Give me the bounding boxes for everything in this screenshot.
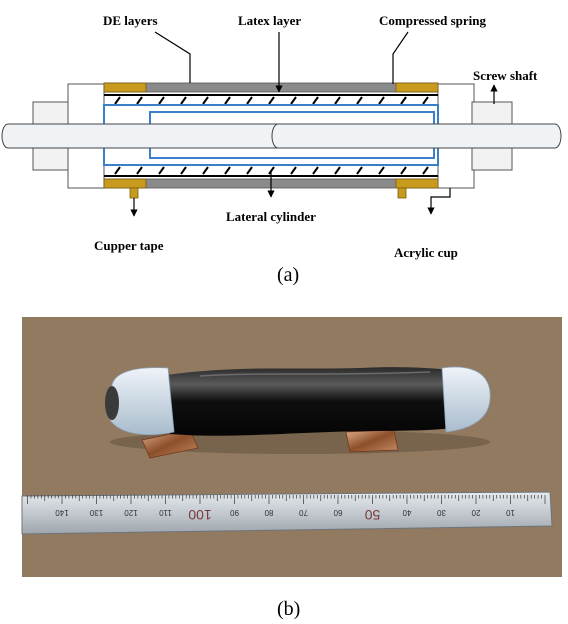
screw-shaft — [1, 123, 562, 149]
leader-lines — [130, 31, 498, 217]
black-tube — [166, 367, 452, 436]
ruler-number: 20 — [471, 508, 480, 517]
ruler-number: 120 — [124, 508, 138, 517]
caption-a: (a) — [277, 264, 299, 286]
copper-tab-right — [397, 187, 407, 199]
copper-strip-top-right — [395, 82, 439, 93]
copper-tab-left — [129, 187, 139, 199]
ruler-numbers: 10 20 30 40 50 60 70 80 90 100 110 120 130 140 — [55, 507, 515, 523]
right-taped-cap — [441, 366, 491, 433]
ruler-number: 90 — [230, 508, 239, 517]
ruler-number: 30 — [437, 508, 446, 517]
label-latex-layer: Latex layer — [238, 13, 301, 28]
ruler-number: 50 — [365, 507, 381, 523]
label-screw-shaft: Screw shaft — [473, 68, 538, 83]
ruler-number: 60 — [333, 508, 342, 517]
ruler-number: 130 — [89, 508, 103, 517]
copper-strip-bottom-right — [395, 178, 439, 189]
label-de-layers: DE layers — [103, 13, 158, 28]
copper-strip-bottom-left — [103, 178, 147, 189]
de-layer-top — [103, 82, 439, 93]
ruler-number: 80 — [264, 508, 273, 517]
photo-panel: 10 20 30 40 50 60 70 80 90 100 110 120 130 140 — [21, 317, 562, 577]
ruler-number: 40 — [402, 508, 411, 517]
ruler-number: 110 — [159, 508, 172, 517]
spring-hatches-bottom — [114, 166, 429, 175]
label-acrylic-cup: Acrylic cup — [394, 245, 458, 260]
label-compressed-spring: Compressed spring — [379, 13, 487, 28]
ruler-number: 10 — [506, 508, 515, 517]
steel-ruler: 10 20 30 40 50 60 70 80 90 100 110 120 130 140 — [21, 491, 553, 535]
caption-b: (b) — [277, 598, 300, 620]
label-lateral-cylinder: Lateral cylinder — [226, 209, 316, 224]
ruler-number: 100 — [188, 507, 212, 523]
label-cupper-tape: Cupper tape — [94, 238, 164, 253]
ruler-number: 70 — [299, 508, 308, 517]
spring-hatches-top — [114, 96, 429, 105]
copper-strip-top-left — [103, 82, 147, 93]
ruler-ticks — [27, 495, 546, 504]
copper-tape-right — [345, 429, 399, 453]
ruler-number: 140 — [55, 508, 69, 517]
left-taped-cap — [105, 367, 175, 436]
schematic-diagram: DE layers Latex layer Compressed spring … — [1, 13, 562, 286]
